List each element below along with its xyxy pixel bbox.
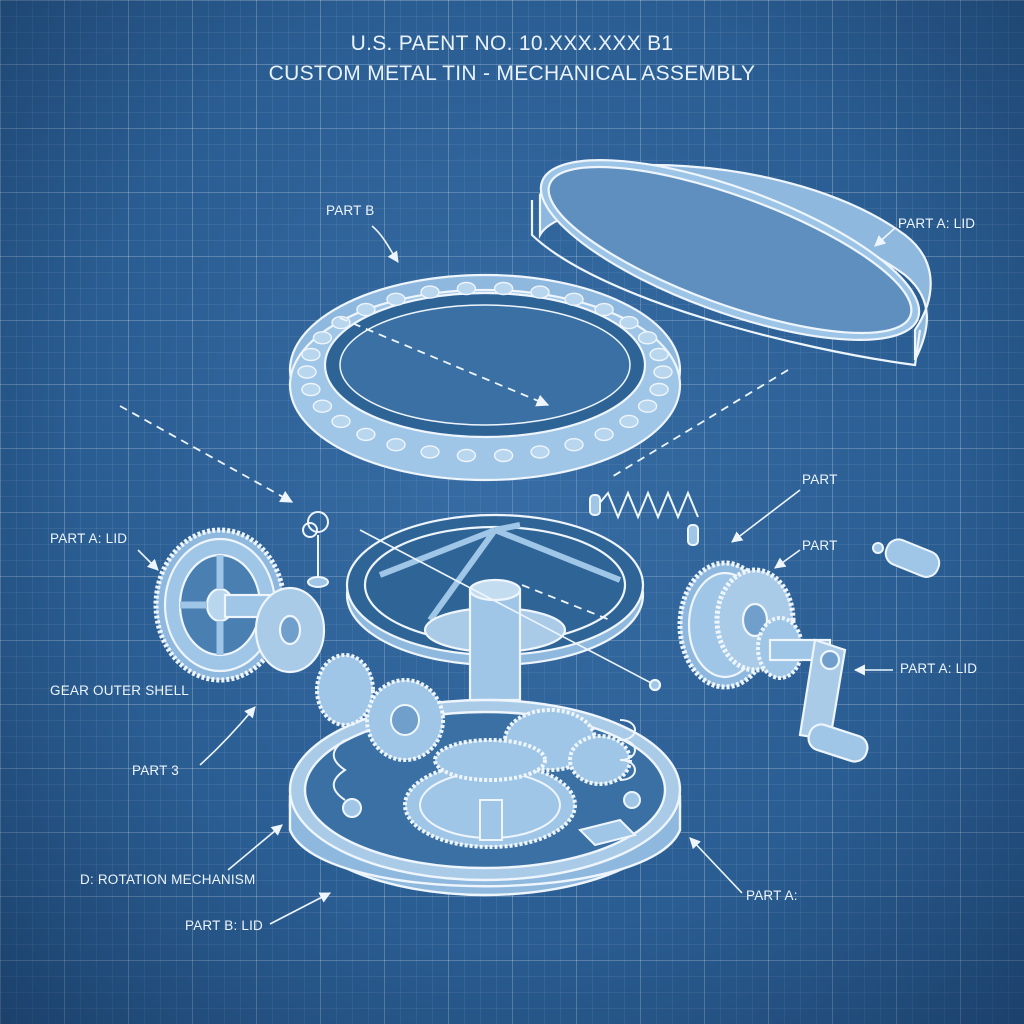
patent-number: U.S. PAENT NO. 10.XXX.XXX B1 (350, 32, 674, 55)
right-gear-crank (677, 560, 869, 763)
base-tin (288, 653, 682, 897)
bearing-ball (564, 438, 584, 452)
label-part-a-bottom: PART A: (746, 888, 798, 903)
bearing-ring (288, 273, 682, 482)
lid-part (530, 159, 932, 367)
bearing-ball (312, 399, 333, 413)
bearing-ball (297, 365, 317, 379)
label-part-a-lid-right: PART A: LID (900, 661, 978, 676)
bearing-ball (386, 438, 406, 452)
bearing-ball (619, 414, 639, 429)
bearing-ball (564, 292, 584, 306)
bearing-ball (637, 331, 658, 345)
bearing-ball (649, 382, 669, 397)
label-part-a-lid-top: PART A: LID (898, 216, 976, 231)
bearing-ball (530, 445, 550, 459)
bearing-ball (493, 281, 514, 296)
bearing-ball (637, 399, 658, 413)
bearing-ball (594, 302, 614, 317)
label-part-b-lid: PART B: LID (185, 918, 263, 933)
bearing-ball (530, 285, 550, 299)
key-pin (302, 511, 329, 588)
bearing-ball (649, 347, 669, 362)
label-gear-outer-shell: GEAR OUTER SHELL (50, 683, 189, 698)
explosion-lines (119, 317, 789, 621)
bearing-ball (653, 365, 673, 379)
bearing-ball (331, 414, 351, 429)
bearing-ball (386, 292, 406, 306)
bearing-ball (456, 448, 477, 463)
left-gear (153, 527, 326, 683)
plug-part (872, 538, 941, 578)
bearing-ball (312, 331, 333, 345)
bearing-ball (301, 347, 321, 362)
label-part-upper-right: PART (802, 472, 838, 487)
bearing-ball (356, 302, 376, 317)
bearing-ball (301, 382, 321, 397)
label-part-3: PART 3 (132, 763, 179, 778)
label-part-lower-right: PART (802, 538, 838, 553)
central-wheel (345, 513, 662, 702)
label-part-b: PART B (326, 203, 375, 218)
label-rotation-mechanism: D: ROTATION MECHANISM (80, 872, 256, 887)
leader-arrows (137, 225, 896, 925)
drawing-title: CUSTOM METAL TIN - MECHANICAL ASSEMBLY (268, 62, 756, 85)
bearing-ball (493, 448, 514, 463)
bearing-ball (456, 281, 477, 296)
label-part-a-lid-left: PART A: LID (50, 531, 128, 546)
bearing-ball (594, 427, 614, 442)
bearing-ball (619, 315, 639, 330)
bearing-ball (420, 445, 440, 459)
spring-part (589, 490, 699, 546)
bearing-ball (420, 285, 440, 299)
bearing-ball (356, 427, 376, 442)
